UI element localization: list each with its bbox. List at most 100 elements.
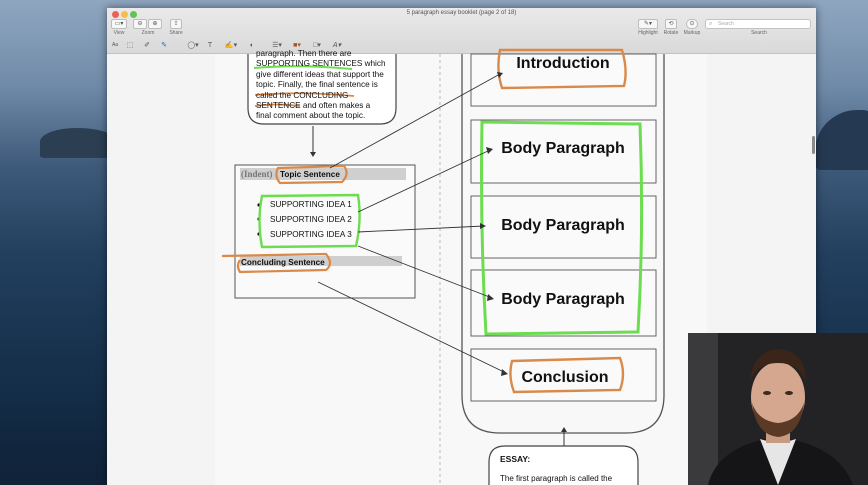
concluding-sentence-circle — [221, 252, 332, 274]
arrow-to-body-2 — [357, 225, 485, 233]
arrow-head — [497, 72, 503, 78]
essay-note-heading: ESSAY: — [500, 454, 531, 464]
markup-button[interactable]: ⊙ — [686, 19, 698, 29]
sidebar-icon: ▭▾ — [114, 21, 124, 27]
text-style-icon[interactable]: A▾ — [332, 42, 342, 49]
window-title: 5 paragraph essay booklet (page 2 of 18) — [406, 10, 517, 16]
body-paragraph-box-3 — [470, 269, 657, 337]
highlighter-icon: ✎▾ — [643, 21, 653, 27]
webcam-overlay — [688, 333, 868, 485]
presenter-video — [688, 333, 868, 485]
rotate-label: Rotate — [663, 30, 679, 36]
essay-note-bubble — [488, 445, 639, 485]
shape-style-icon[interactable]: ☰▾ — [272, 42, 282, 49]
border-color-icon[interactable]: ■▾ — [293, 42, 301, 49]
essay-note-text: The first paragraph is called the — [500, 474, 613, 483]
maximize-window-button[interactable] — [130, 11, 137, 18]
sketch-icon[interactable]: ✐ — [144, 42, 150, 49]
share-icon: ⇪ — [173, 21, 179, 27]
paragraph-box — [234, 164, 416, 299]
arrow-head — [486, 147, 493, 154]
search-icon: ⌕ — [709, 21, 713, 27]
zoom-out-button[interactable]: ⊖ — [133, 19, 147, 29]
close-window-button[interactable] — [112, 11, 119, 18]
topic-sentence-bar — [240, 168, 406, 180]
presenter-beard — [752, 403, 804, 437]
wallpaper-island — [40, 128, 120, 158]
search-placeholder: Search — [718, 21, 734, 27]
conclusion-circle — [509, 356, 625, 394]
presenter-shirt — [760, 439, 796, 485]
zoom-out-icon: ⊖ — [137, 21, 143, 27]
arrow-to-conclusion — [317, 281, 507, 374]
scrollbar[interactable] — [812, 136, 815, 154]
search-input[interactable]: ⌕ Search — [705, 19, 811, 29]
introduction-circle — [497, 48, 627, 90]
supporting-idea-2: SUPPORTING IDEA 2 — [270, 215, 352, 224]
orange-underline — [254, 92, 355, 107]
essay-container — [461, 54, 665, 434]
introduction-label: Introduction — [516, 55, 610, 72]
supporting-idea-1: SUPPORTING IDEA 1 — [270, 200, 352, 209]
rect-selection-icon[interactable]: ⬚ — [126, 42, 134, 49]
bubble-line: topic. Finally, the final sentence is — [256, 80, 378, 90]
supporting-idea-3: SUPPORTING IDEA 3 — [270, 230, 352, 239]
share-label: Share — [169, 30, 183, 36]
presenter-hair — [750, 349, 806, 383]
topic-sentence-label: Topic Sentence — [280, 170, 340, 179]
zoom-label: Zoom — [141, 30, 155, 36]
bubble-line: SUPPORTING SENTENCES which — [256, 59, 386, 69]
topic-sentence-circle — [275, 164, 348, 185]
arrow-head — [480, 223, 486, 229]
bubble-line: give different ideas that support the — [256, 69, 384, 79]
indent-label: (Indent) — [241, 169, 273, 179]
bubble-line: paragraph. Then there are — [256, 49, 352, 58]
draw-icon[interactable]: ✎ — [161, 42, 167, 49]
view-button[interactable]: ▭▾ — [111, 19, 127, 29]
highlight-label: Highlight — [638, 30, 658, 36]
sign-icon[interactable]: ✍▾ — [224, 42, 238, 49]
view-label: View — [113, 30, 125, 36]
concluding-sentence-label: Concluding Sentence — [241, 258, 325, 267]
bubble-arrow-head — [310, 152, 316, 157]
minimize-window-button[interactable] — [121, 11, 128, 18]
adjust-color-icon[interactable]: ◐ — [249, 42, 255, 49]
note-arrow-head — [561, 427, 567, 432]
bubble-line: SENTENCE and often makes a — [256, 101, 371, 111]
zoom-in-icon: ⊕ — [152, 21, 158, 27]
window-titlebar: 5 paragraph essay booklet (page 2 of 18)… — [107, 8, 816, 54]
arrow-to-body-3 — [357, 245, 493, 299]
explanation-bubble — [247, 54, 397, 125]
markup-label: Markup — [683, 30, 701, 36]
highlight-button[interactable]: ✎▾ — [638, 19, 658, 29]
bubble-line: final comment about the topic. — [256, 111, 366, 121]
presenter-face — [751, 362, 805, 432]
fill-color-icon[interactable]: □▾ — [313, 42, 321, 49]
green-underline — [253, 65, 353, 70]
bubble-line: called the CONCLUDING — [256, 90, 349, 100]
explanation-text: paragraph. Then there are SUPPORTING SEN… — [256, 49, 394, 122]
markup-toolbar: Aa ⬚ ✐ ✎ ◯▾ T ✍▾ ◐ ☰▾ ■▾ □▾ A▾ — [107, 38, 816, 54]
rotate-icon: ⟲ — [668, 21, 674, 27]
body-paragraph-box-2 — [470, 195, 657, 259]
supporting-ideas-circle — [258, 193, 361, 249]
rotate-button[interactable]: ⟲ — [665, 19, 677, 29]
arrow-to-introduction — [329, 73, 501, 169]
text-box-icon[interactable]: T — [207, 42, 213, 49]
arrow-to-body-1 — [357, 149, 491, 213]
body-paragraph-label-1: Body Paragraph — [501, 140, 625, 157]
search-label: Search — [751, 30, 767, 36]
body-paragraph-label-3: Body Paragraph — [501, 291, 625, 308]
conclusion-label: Conclusion — [521, 369, 609, 386]
body-paragraphs-circle — [480, 120, 644, 336]
zoom-in-button[interactable]: ⊕ — [148, 19, 162, 29]
body-paragraph-label-2: Body Paragraph — [501, 217, 625, 234]
concluding-sentence-bar — [240, 256, 402, 266]
markup-pen-icon: ⊙ — [689, 21, 695, 27]
shapes-icon[interactable]: ◯▾ — [187, 42, 199, 49]
arrow-head — [501, 369, 508, 376]
text-selection-icon[interactable]: Aa — [111, 42, 119, 48]
share-button[interactable]: ⇪ — [170, 19, 182, 29]
arrow-head — [487, 294, 494, 301]
